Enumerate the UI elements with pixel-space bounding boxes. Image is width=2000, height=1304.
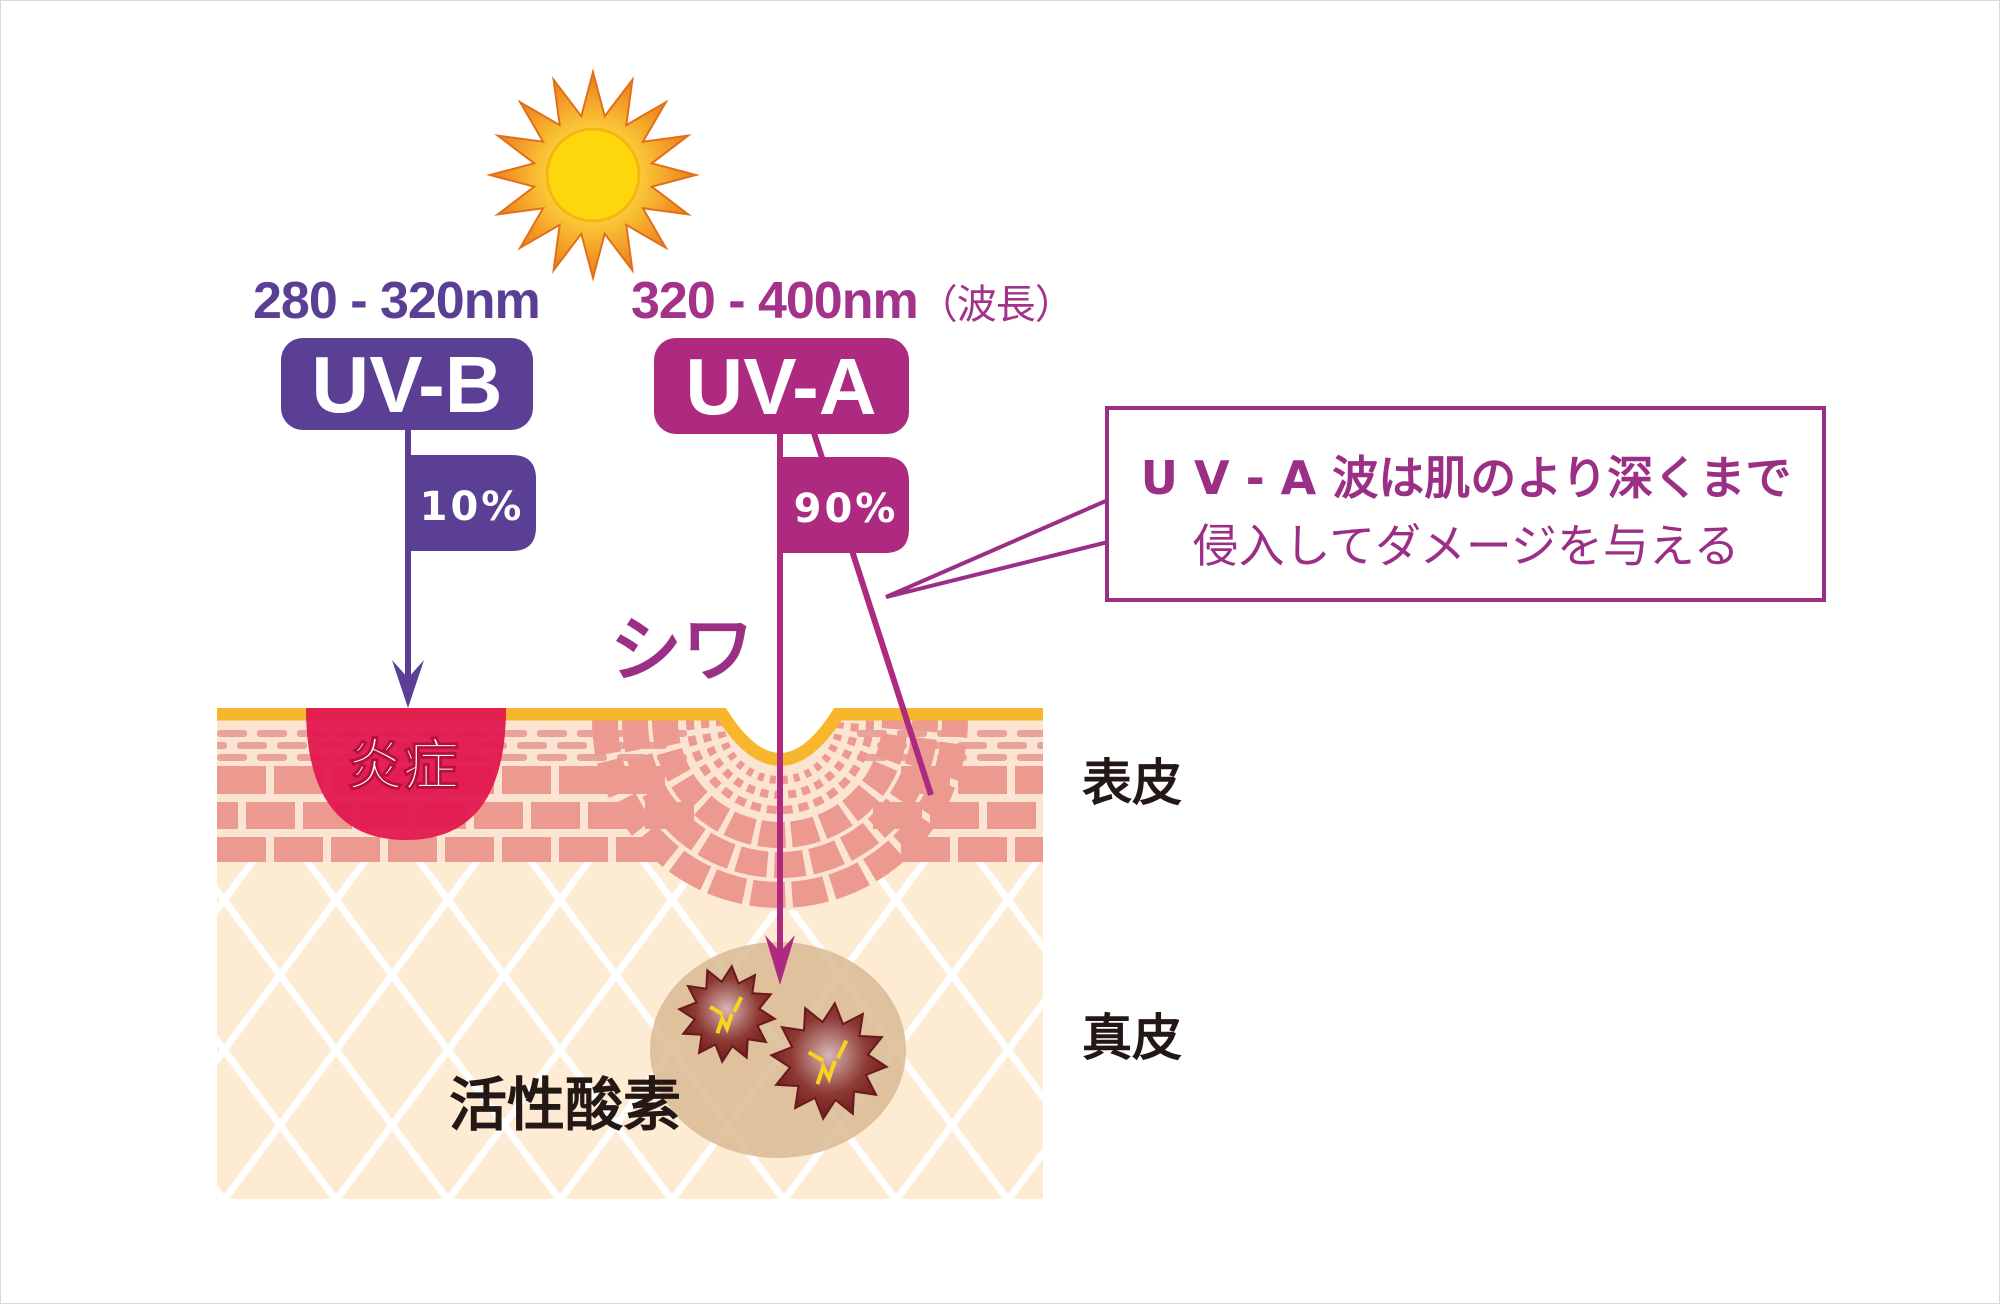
cell-dash: [237, 742, 267, 749]
cell-brick: [445, 837, 494, 862]
cell-brick: [217, 837, 266, 862]
cell-brick: [1015, 766, 1043, 794]
wavelength-unit-note: （波長）: [918, 283, 1074, 327]
inflammation-label: 炎症: [347, 734, 459, 799]
starburst-icon: [677, 964, 777, 1064]
callout-line-2: 侵入してダメージを与える: [1193, 519, 1740, 573]
cell-brick: [474, 802, 523, 829]
cell-dash: [537, 754, 567, 761]
cell-brick: [246, 802, 295, 829]
uva-badge: [654, 338, 909, 434]
reactive-oxygen-label: 活性酸素: [449, 1071, 681, 1139]
cell-dash: [977, 730, 1007, 737]
cell-dash: [557, 742, 587, 749]
cell-dash: [217, 730, 247, 737]
cell-brick: [274, 837, 323, 862]
uvb-badge: [281, 338, 533, 430]
wrinkle-cell-arc: [716, 719, 844, 784]
callout-box: [1105, 406, 1826, 602]
uvb-percent-tab: [406, 455, 536, 551]
callout-line-1: U V - A 波は肌のより深くまで: [1141, 451, 1792, 505]
cell-brick: [559, 837, 608, 862]
cell-brick: [1015, 837, 1043, 862]
wrinkle-label: シワ: [610, 608, 754, 692]
cell-brick: [217, 802, 238, 829]
cell-brick: [502, 837, 551, 862]
uva-wavelength-range: 320 - 400nm（波長）: [631, 272, 1074, 330]
cell-dash: [537, 730, 567, 737]
cell-dash: [257, 754, 287, 761]
cell-dash: [257, 730, 287, 737]
uvb-label: UV-B: [311, 340, 502, 429]
cell-brick: [958, 837, 1007, 862]
cell-dash: [997, 742, 1027, 749]
cell-dash: [217, 754, 247, 761]
uva-label: UV-A: [685, 342, 876, 431]
inflammation-area: [306, 708, 506, 840]
uvb-wavelength-range: 280 - 320nm: [253, 272, 540, 330]
dermis-layer: [217, 855, 1043, 1199]
uvb-percent: 10%: [420, 484, 525, 530]
cell-brick: [217, 766, 266, 794]
wrinkle-cell-arc: [686, 719, 874, 814]
uvb-arrowhead: [392, 660, 424, 708]
cell-brick: [958, 766, 1007, 794]
uva-deep-arrowhead: [765, 935, 795, 985]
cell-brick: [331, 837, 380, 862]
cell-dash: [497, 754, 527, 761]
sun-icon: [486, 68, 700, 282]
callout-pointer: [885, 498, 1109, 599]
cell-brick: [388, 837, 437, 862]
cell-dash: [977, 754, 1007, 761]
cell-dash: [277, 742, 307, 749]
cell-dash: [217, 742, 227, 749]
cell-dash: [857, 730, 887, 737]
dermis-label: 真皮: [1082, 1009, 1182, 1067]
cell-dash: [1037, 742, 1043, 749]
cell-brick: [987, 802, 1036, 829]
cell-dash: [577, 754, 607, 761]
cell-dash: [1017, 754, 1043, 761]
cell-brick: [531, 802, 580, 829]
epidermis-label: 表皮: [1082, 754, 1182, 812]
cell-dash: [517, 742, 547, 749]
starburst-icon: [769, 1001, 889, 1121]
uva-percent: 90%: [794, 486, 899, 532]
uva-percent-tab: [778, 457, 909, 553]
cell-dash: [1017, 730, 1043, 737]
cell-brick: [502, 766, 551, 794]
